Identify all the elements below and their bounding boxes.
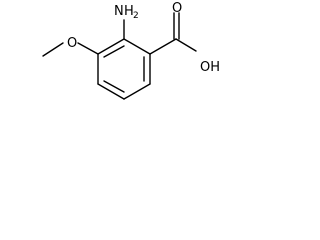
aryl-oxygen-bond xyxy=(77,42,99,55)
methoxy-bonds xyxy=(42,42,99,57)
hydroxyl-bond xyxy=(175,38,197,52)
carboxyl-single-bond xyxy=(149,38,177,55)
methoxy-oxygen-label: O xyxy=(67,36,77,51)
carbonyl-oxygen-label: O xyxy=(172,1,182,16)
amino-hydrogen-count: 2 xyxy=(133,11,139,21)
structure-canvas: N H 2 O OH O xyxy=(0,0,230,134)
benzene-ring xyxy=(97,38,151,100)
ring-bond-bottom-left xyxy=(97,83,125,100)
amino-nitrogen-label: N xyxy=(114,4,124,19)
amino-hydrogen-label: H xyxy=(124,4,134,19)
hydroxyl-label: OH xyxy=(200,60,220,75)
ring-bond-top-right xyxy=(123,38,151,55)
chemical-structure-diagram: N H 2 O OH O xyxy=(42,1,220,100)
carboxyl-bonds xyxy=(149,12,197,55)
ring-bond-bottom-right xyxy=(123,83,151,100)
ring-double-bond-top-left xyxy=(103,45,125,58)
ring-bond-top-left xyxy=(97,38,125,55)
oxygen-methyl-bond xyxy=(42,42,64,57)
ring-double-bond-bottom-left xyxy=(103,80,125,93)
